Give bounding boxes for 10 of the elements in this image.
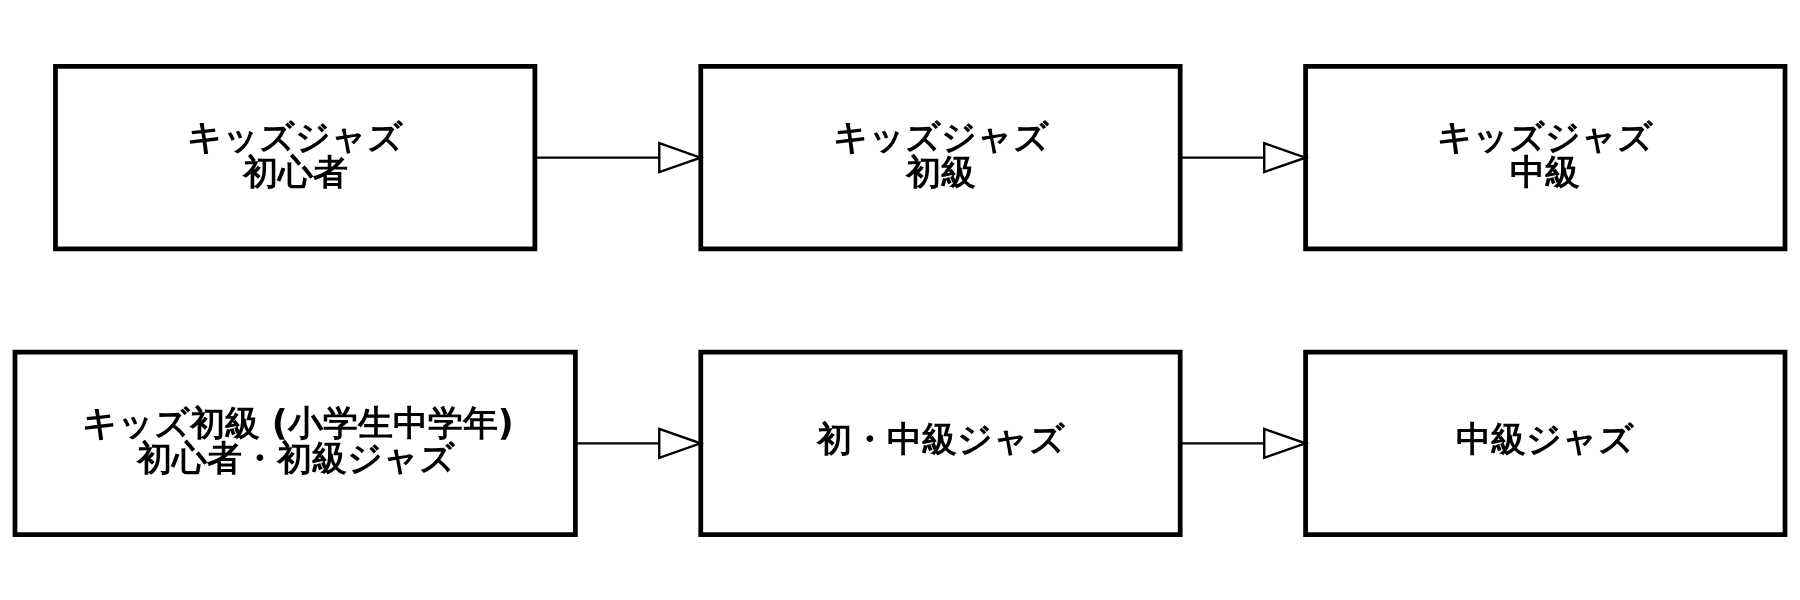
node-box: 初・中級ジャズ (698, 349, 1183, 537)
arrow (1180, 141, 1310, 174)
arrow (1180, 426, 1310, 459)
arrow (575, 426, 705, 459)
node-box: キッズジャズ 初級 (698, 63, 1183, 251)
node-box: キッズ初級 (小学生中学年) 初心者・初級ジャズ (12, 349, 578, 537)
node-box: キッズジャズ 中級 (1303, 63, 1788, 251)
node-box: キッズジャズ 初心者 (53, 63, 538, 251)
arrow (534, 141, 705, 174)
node-box: 中級ジャズ (1303, 349, 1788, 537)
